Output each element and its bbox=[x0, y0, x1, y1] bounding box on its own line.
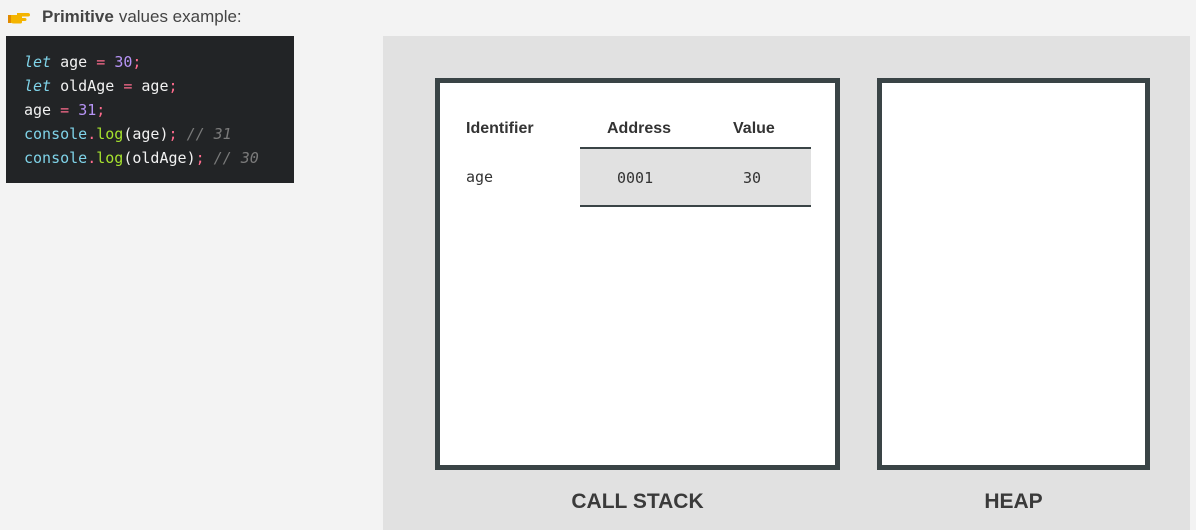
number-literal: 31 bbox=[78, 101, 97, 119]
pointing-hand-icon bbox=[8, 13, 30, 24]
identifier: age bbox=[24, 101, 52, 119]
paren-open: ( bbox=[123, 125, 133, 143]
argument: oldAge bbox=[132, 149, 187, 167]
semicolon: ; bbox=[168, 77, 178, 95]
method: log bbox=[96, 149, 124, 167]
heap-box bbox=[877, 78, 1150, 470]
paren-close: ) bbox=[186, 149, 196, 167]
paren-close: ) bbox=[159, 125, 169, 143]
value-header: Value bbox=[733, 120, 775, 137]
method: log bbox=[96, 125, 124, 143]
section-header: Primitive values example: bbox=[8, 6, 242, 28]
code-line-5: console.log(oldAge); // 30 bbox=[24, 146, 294, 170]
argument: age bbox=[132, 125, 160, 143]
identifier: age bbox=[60, 53, 88, 71]
number-literal: 30 bbox=[114, 53, 133, 71]
address-cell: 0001 bbox=[617, 169, 654, 187]
operator: = bbox=[60, 101, 70, 119]
code-block: let age = 30; let oldAge = age; age = 31… bbox=[6, 36, 294, 183]
identifier: oldAge bbox=[60, 77, 115, 95]
dot: . bbox=[87, 149, 97, 167]
call-stack-box: Identifier Address Value age 0001 30 bbox=[435, 78, 840, 470]
paren-open: ( bbox=[123, 149, 133, 167]
comment: // 30 bbox=[213, 149, 259, 167]
operator: = bbox=[123, 77, 133, 95]
dot: . bbox=[87, 125, 97, 143]
comment: // 31 bbox=[186, 125, 232, 143]
semicolon: ; bbox=[132, 53, 142, 71]
semicolon: ; bbox=[168, 125, 178, 143]
keyword: let bbox=[24, 53, 52, 71]
memory-diagram: Identifier Address Value age 0001 30 CAL… bbox=[383, 36, 1190, 530]
semicolon: ; bbox=[195, 149, 205, 167]
code-line-1: let age = 30; bbox=[24, 50, 294, 74]
object: console bbox=[24, 149, 88, 167]
code-line-3: age = 31; bbox=[24, 98, 294, 122]
code-line-4: console.log(age); // 31 bbox=[24, 122, 294, 146]
keyword: let bbox=[24, 77, 52, 95]
identifier-header: Identifier bbox=[466, 120, 534, 137]
heap-label: HEAP bbox=[984, 490, 1043, 513]
header-bold-text: Primitive bbox=[42, 7, 114, 26]
object: console bbox=[24, 125, 88, 143]
value-cell: 30 bbox=[743, 169, 762, 187]
code-line-2: let oldAge = age; bbox=[24, 74, 294, 98]
operator: = bbox=[96, 53, 106, 71]
identifier-cell: age bbox=[466, 168, 494, 186]
call-stack-label: CALL STACK bbox=[571, 490, 704, 513]
identifier: age bbox=[141, 77, 169, 95]
semicolon: ; bbox=[96, 101, 106, 119]
memory-row: 0001 30 bbox=[580, 147, 811, 207]
header-text: values example: bbox=[118, 7, 242, 26]
address-header: Address bbox=[607, 120, 672, 137]
